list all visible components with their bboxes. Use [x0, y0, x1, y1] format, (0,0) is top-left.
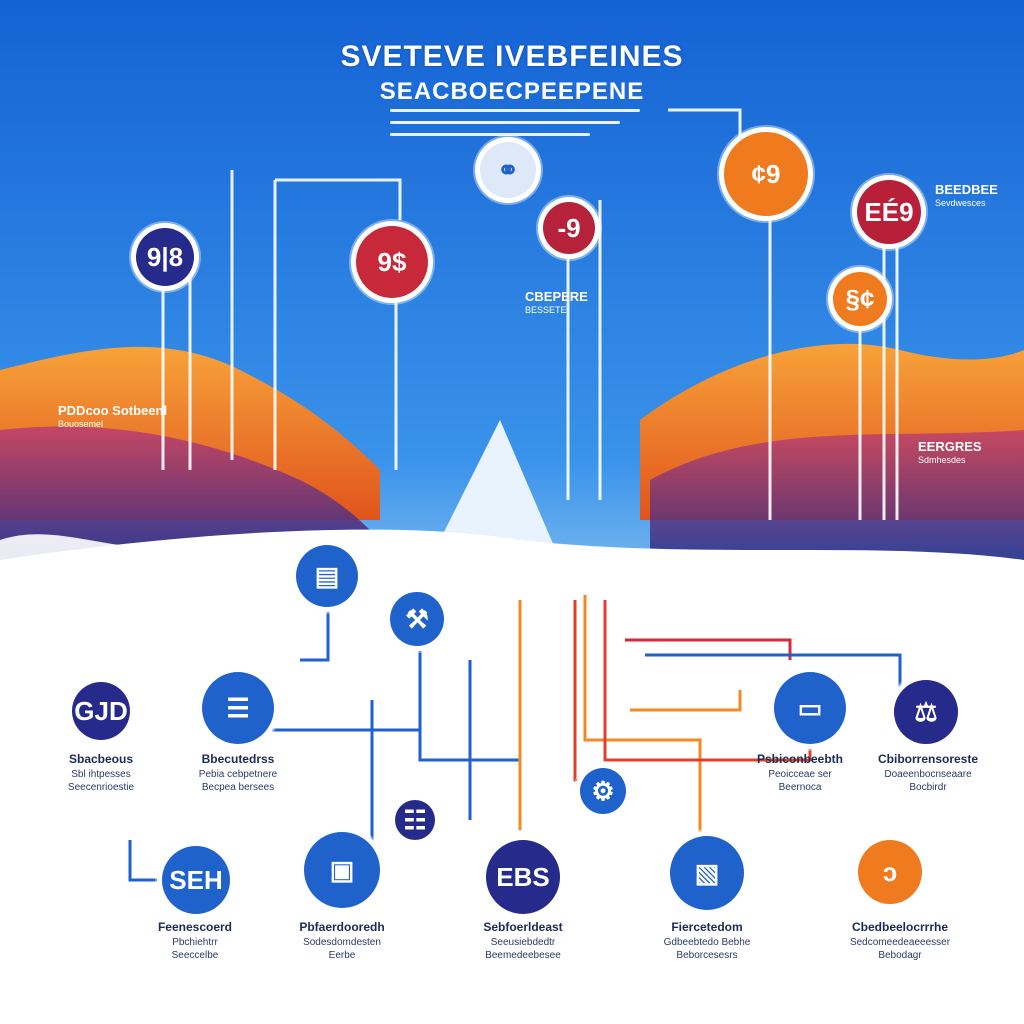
center-caption: CBEPERE BESSETE [525, 289, 635, 316]
top-node-money[interactable]: §¢ [833, 272, 887, 326]
document-icon: GJD [74, 696, 128, 726]
node-store[interactable]: SEH [162, 846, 230, 914]
mid-node-card[interactable]: ▤ [296, 545, 358, 607]
left-side-caption-sub: Bouosemel [58, 419, 104, 430]
gear-icon: ⚙ [591, 776, 615, 806]
node-calendar[interactable]: EBS [486, 840, 560, 914]
calendar-icon: EBS [496, 862, 550, 892]
gauge-icon: -9 [557, 213, 581, 243]
caption-monitor-title: Fiercetedom [671, 920, 743, 934]
top-node-dollar[interactable]: 9$ [356, 226, 428, 298]
store-icon: SEH [169, 865, 223, 895]
node-monitor[interactable]: ▧ [670, 836, 744, 910]
node-list[interactable]: ☰ [202, 672, 274, 744]
badge-icon: EÉ9 [864, 197, 914, 227]
right-top-caption-title: BEEDBEE [935, 182, 998, 197]
intro-text-lines [390, 100, 640, 145]
top-node-gauge[interactable]: -9 [543, 202, 595, 254]
right-top-caption-sub: Sevdwesces [935, 198, 986, 209]
laptop-icon: ▭ [797, 693, 823, 723]
hands-icon: ⚒ [405, 604, 429, 634]
node-document[interactable]: GJD [72, 682, 130, 740]
money-icon: §¢ [845, 284, 875, 314]
caption-scale-title: Cbiborrensoreste [877, 752, 979, 766]
person-icon: ⚭ [497, 155, 519, 185]
node-folder[interactable]: ▣ [304, 832, 380, 908]
folder-icon: ▣ [329, 855, 355, 885]
diagram-subtitle: SEACBOECPEEPENE [379, 78, 645, 105]
caption-store-title: Feenescoerd [157, 920, 233, 934]
node-screen[interactable]: ☷ [395, 800, 435, 840]
right-purple-mountains [650, 430, 1024, 560]
snow-ground [0, 529, 1024, 1024]
right-top-caption: BEEDBEE Sevdwesces [935, 182, 1024, 209]
right-mid-caption-sub: Sdmhesdes [918, 455, 966, 466]
caption-folder-title: Pbfaerdooredh [299, 920, 385, 934]
screen-icon: ☷ [403, 805, 427, 835]
caption-list-title: Bbecutedrss [201, 752, 275, 766]
left-side-caption: PDDcoo Sotbeenl Bouosemel [58, 403, 168, 430]
top-node-chart[interactable]: 9|8 [136, 228, 194, 286]
left-side-caption-title: PDDcoo Sotbeenl [58, 403, 168, 418]
top-node-person[interactable]: ⚭ [480, 142, 536, 198]
top-node-badge[interactable]: EÉ9 [857, 180, 921, 244]
diagram-title: SVETEVE IVEBFEINES [340, 40, 684, 73]
mid-node-gear[interactable]: ⚙ [580, 768, 626, 814]
monitor-icon: ▧ [694, 858, 720, 888]
left-purple-mountains [0, 426, 380, 560]
top-node-coin[interactable]: ¢9 [724, 132, 808, 216]
caption-document-title: Sbacbeous [68, 752, 134, 766]
caption-laptop-title: Psbiconbeebth [756, 752, 843, 766]
right-mid-caption: EERGRES Sdmhesdes [918, 439, 1024, 466]
caption-wallet-title: Cbedbeelocrrrhe [851, 920, 949, 934]
dollar-icon: 9$ [377, 247, 407, 277]
node-scale[interactable]: ⚖ [894, 680, 958, 744]
list-icon: ☰ [226, 693, 250, 723]
wallet-icon: ɔ [882, 857, 898, 887]
caption-calendar-title: Sebfoerldeast [483, 920, 563, 934]
cloud-band-right [620, 553, 1024, 620]
coin-icon: ¢9 [751, 159, 781, 189]
node-wallet[interactable]: ɔ [858, 840, 922, 904]
right-mid-caption-title: EERGRES [918, 439, 982, 454]
center-caption-title: CBEPERE [525, 289, 588, 304]
node-laptop[interactable]: ▭ [774, 672, 846, 744]
mid-node-hands[interactable]: ⚒ [390, 592, 444, 646]
scale-icon: ⚖ [914, 697, 938, 727]
chart-icon: 9|8 [146, 242, 184, 272]
center-caption-sub: BESSETE [525, 305, 567, 316]
center-peak [430, 420, 560, 560]
card-icon: ▤ [314, 561, 340, 591]
